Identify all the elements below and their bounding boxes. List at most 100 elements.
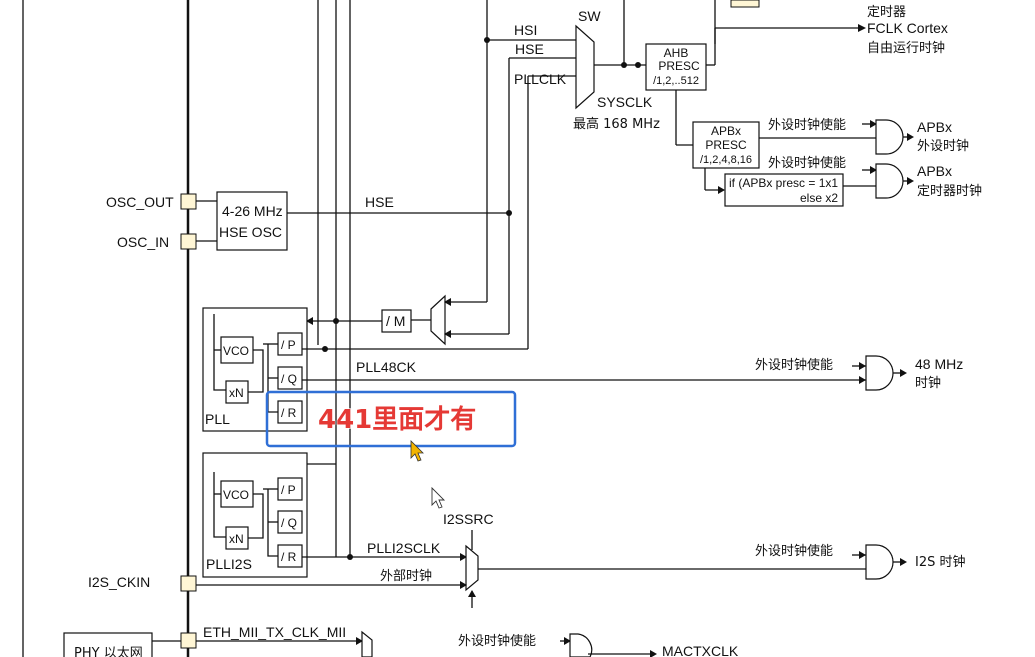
arrow-head [900, 369, 907, 377]
mouse-pointer-icon [431, 486, 446, 509]
osc-out-pin [180, 193, 197, 210]
i2s-source-mux [465, 544, 479, 592]
annotation-box [265, 390, 517, 448]
plli2s-p-label: / P [281, 483, 296, 497]
hse-oscillator [216, 191, 288, 251]
arrow-head [870, 166, 877, 174]
apbx-prescaler [692, 121, 760, 169]
ahb-label-3: /1,2,..512 [653, 75, 699, 87]
free-clock-label: 自由运行时钟 [867, 40, 945, 56]
sysclk-max-label: 最高 168 MHz [573, 116, 660, 132]
arrow-head [564, 637, 571, 645]
mhz48-label: 48 MHz [915, 356, 963, 372]
ahb-label-2: PRESC [658, 59, 700, 73]
junction-dot [333, 318, 339, 324]
apbx-timer-sub: 定时器时钟 [917, 183, 982, 199]
pll-feedback-line [213, 314, 226, 391]
plli2s-internal-line [248, 493, 264, 539]
plli2s-r-label: / R [281, 550, 297, 564]
and-gate [865, 544, 894, 580]
hse-input-label: HSE [515, 41, 544, 57]
pll-r-label: / R [281, 406, 297, 420]
and-gate [865, 355, 894, 391]
phy-label: PHY 以太网 [74, 646, 143, 657]
pll-q-label: / Q [281, 372, 297, 386]
sysclk-label: SYSCLK [597, 94, 653, 110]
apbx-label-3: /1,2,4,8,16 [700, 154, 752, 166]
apbx-if-line2: else x2 [800, 191, 838, 205]
junction-dot [621, 62, 627, 68]
eth-mux [361, 630, 373, 657]
junction-dot [322, 346, 328, 352]
apbx-timer-multiplier [724, 173, 844, 207]
periph-enable-label: 外设时钟使能 [755, 543, 833, 559]
osc-in-label: OSC_IN [117, 234, 169, 250]
pllclk-label: PLLCLK [514, 71, 567, 87]
apbx-timer-title: APBx [917, 163, 952, 179]
ahb-label-1: AHB [664, 46, 689, 60]
plli2s-internal-line [267, 489, 278, 557]
eth-tx-pin [180, 632, 197, 649]
i2s-ckin-pin [180, 575, 197, 592]
plli2s-q-divider [277, 510, 303, 534]
annotation-text: 441里面才有 [318, 405, 476, 435]
pll-vco-label: VCO [223, 344, 249, 358]
arrow-head [907, 133, 914, 141]
arrow-head [859, 551, 866, 559]
periph-enable-label: 外设时钟使能 [755, 357, 833, 373]
i2s-ckin-label: I2S_CKIN [88, 574, 150, 590]
junction-dot [635, 62, 641, 68]
apbx-periph-sub: 外设时钟 [917, 138, 969, 154]
hsi-label: HSI [514, 22, 537, 38]
sw-label: SW [578, 8, 601, 24]
junction-dot [484, 37, 490, 43]
periph-enable-label: 外设时钟使能 [458, 633, 536, 649]
i2s-clock-label: I2S 时钟 [915, 554, 966, 570]
plli2s-p-divider [277, 477, 303, 501]
arrow-head [859, 362, 866, 370]
apbx-label-1: APBx [711, 124, 741, 138]
arrow-head [468, 590, 476, 597]
arrow-head [356, 637, 363, 645]
arrow-head [444, 298, 451, 306]
arrow-head [460, 581, 467, 589]
arrow-head [858, 24, 866, 32]
mhz48-sub-label: 时钟 [915, 375, 941, 391]
pll-xn [225, 380, 249, 404]
pll-q-divider [277, 366, 303, 390]
arrow-head [859, 376, 866, 384]
timer-pin [730, 0, 760, 8]
and-gate [875, 163, 904, 199]
plli2s-xn [225, 526, 249, 550]
and-gate [875, 119, 904, 155]
plli2s-xn-label: xN [229, 532, 244, 546]
pll48ck-label: PLL48CK [356, 359, 417, 375]
m-divider-label: / M [386, 313, 405, 329]
mactxclk-label: MACTXCLK [662, 643, 739, 657]
plli2s-vco-label: VCO [223, 488, 249, 502]
plli2sclk-label: PLLI2SCLK [367, 540, 441, 556]
osc-in-pin [180, 233, 197, 250]
pll-p-divider [277, 332, 303, 356]
pll-xn-label: xN [229, 386, 244, 400]
arrow-head [306, 317, 313, 325]
pll-label: PLL [205, 411, 230, 427]
apbx-periph-title: APBx [917, 119, 952, 135]
hse-line-label: HSE [365, 194, 394, 210]
apbx-if-line1: if (APBx presc = 1x1 [729, 176, 838, 190]
hse-osc-name: HSE OSC [219, 224, 282, 240]
junction-dot [347, 554, 353, 560]
ext-clock-label: 外部时钟 [380, 568, 432, 584]
eth-tx-label: ETH_MII_TX_CLK_MII [203, 624, 346, 640]
arrow-head [900, 558, 907, 566]
hse-osc-freq: 4-26 MHz [222, 203, 283, 219]
arrow-head [444, 330, 451, 338]
plli2s-q-label: / Q [281, 516, 297, 530]
apbx-label-2: PRESC [705, 138, 747, 152]
osc-out-label: OSC_OUT [106, 194, 174, 210]
i2ssrc-label: I2SSRC [443, 511, 494, 527]
arrow-head [460, 553, 467, 561]
periph-enable-label: 外设时钟使能 [768, 155, 846, 171]
pll-r-divider [277, 400, 303, 424]
